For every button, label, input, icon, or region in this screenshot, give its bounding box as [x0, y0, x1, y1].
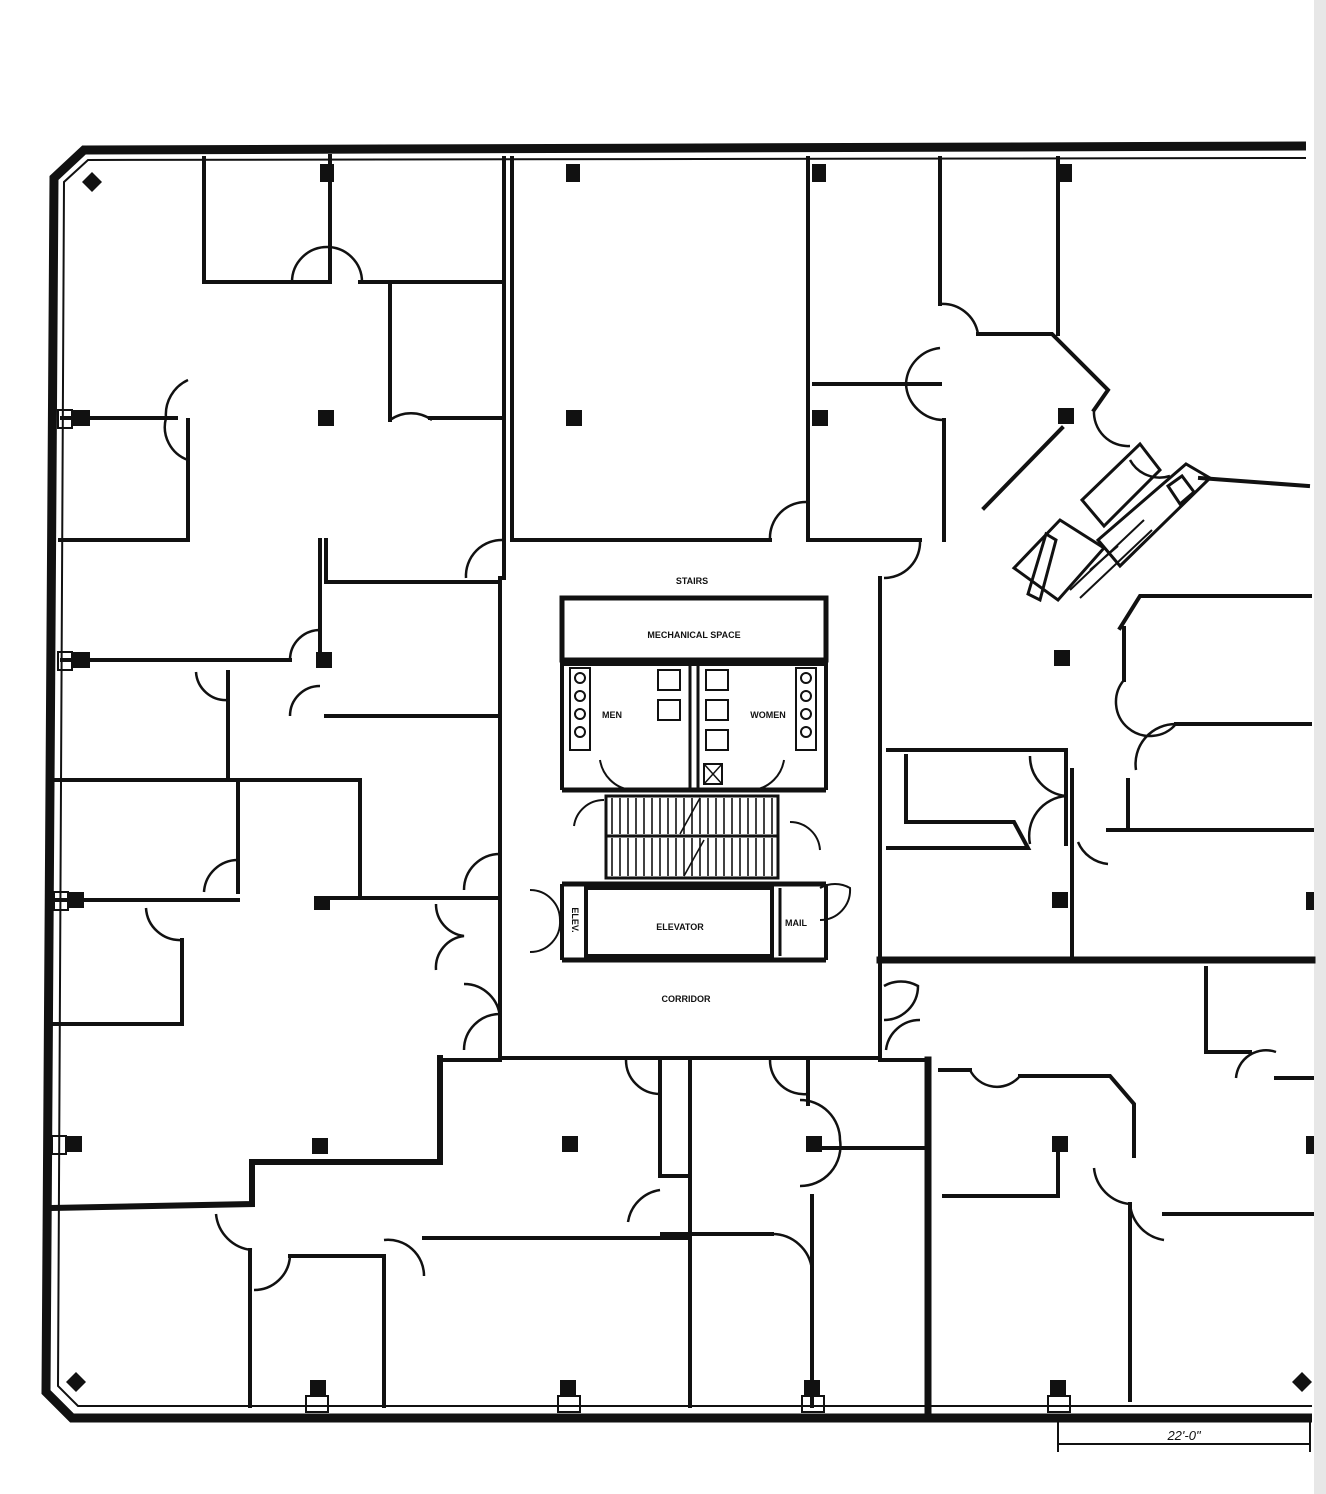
label-elevator: ELEVATOR [656, 922, 704, 932]
scale-bar [1057, 1422, 1311, 1452]
label-men: MEN [602, 710, 622, 720]
door-swings [144, 245, 1277, 1292]
building-core [529, 595, 852, 963]
angled-stair [1011, 441, 1213, 603]
scale-dimension: 22'-0" [1166, 1428, 1202, 1443]
stair-break-line [679, 797, 701, 835]
label-elev: ELEV. [570, 907, 580, 932]
label-mail: MAIL [785, 918, 807, 928]
label-mechanical-space: MECHANICAL SPACE [647, 630, 740, 640]
exterior-walls [41, 141, 1312, 1423]
page-edge [1314, 0, 1326, 1494]
structural-columns [66, 164, 1314, 1396]
stair-break-line [683, 839, 705, 877]
window-marks [51, 409, 1071, 1413]
stair-treads [611, 797, 773, 877]
label-corridor: CORRIDOR [662, 994, 711, 1004]
interior-walls [50, 154, 1316, 1422]
label-women: WOMEN [750, 710, 786, 720]
label-stairs: STAIRS [676, 576, 708, 586]
